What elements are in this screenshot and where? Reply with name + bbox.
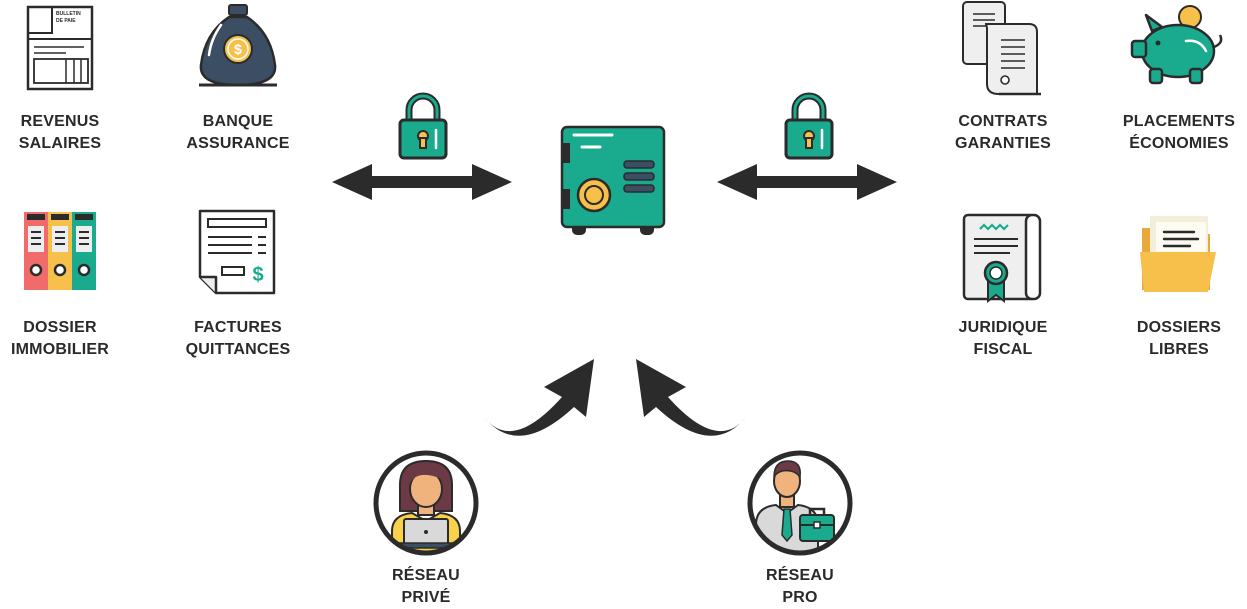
label-line-1: RÉSEAU [392,567,460,584]
label-dossiers-libres: DOSSIERS LIBRES [1099,317,1247,361]
payslip-icon: BULLETIN DE PAIE [26,5,96,91]
woman-laptop-icon [372,449,480,557]
label-line-2: QUITTANCES [185,341,291,358]
label-placements-economies: PLACEMENTS ÉCONOMIES [1099,111,1247,155]
label-line-2: PRO [782,589,818,606]
label-line-2: LIBRES [1149,341,1209,358]
label-line-2: ASSURANCE [186,135,290,152]
label-line-1: PLACEMENTS [1122,113,1236,130]
label-line-2: SALAIRES [18,135,102,152]
label-factures-quittances: FACTURES QUITTANCES [158,317,318,361]
curved-arrow-icon [630,355,748,441]
piggy-bank-icon [1130,3,1226,89]
certificate-icon [962,213,1044,305]
label-line-1: RÉSEAU [766,567,834,584]
businessman-briefcase-icon [746,449,854,557]
label-juridique-fiscal: JURIDIQUE FISCAL [923,317,1083,361]
label-line-2: PRIVÉ [401,589,451,606]
label-line-2: IMMOBILIER [11,341,109,358]
label-reseau-prive: RÉSEAU PRIVÉ [346,565,506,609]
safe-icon[interactable] [560,125,668,239]
label-reseau-pro: RÉSEAU PRO [720,565,880,609]
double-arrow-icon [717,162,897,202]
label-line-1: FACTURES [194,319,282,336]
label-line-1: CONTRATS [958,113,1048,130]
curved-arrow-icon [482,355,600,441]
folder-icon [1138,212,1222,296]
money-bag-icon: $ [195,3,281,89]
label-dossier-immobilier: DOSSIER IMMOBILIER [0,317,140,361]
label-line-1: DOSSIERS [1136,319,1222,336]
invoice-icon: $ [198,209,278,295]
dollar-sign: $ [234,41,242,57]
padlock-icon [397,90,449,162]
contract-scroll-icon [961,0,1045,98]
binders-icon [22,210,98,292]
label-line-2: FISCAL [973,341,1033,358]
label-line-1: DOSSIER [23,319,97,336]
label-line-2: ÉCONOMIES [1129,135,1229,152]
label-line-1: BANQUE [202,113,274,130]
payslip-text-2: DE PAIE [56,18,76,24]
invoice-dollar: $ [252,264,263,286]
double-arrow-icon [332,162,512,202]
label-line-2: GARANTIES [954,135,1052,152]
label-line-1: REVENUS [20,113,100,130]
padlock-icon [783,90,835,162]
label-revenus-salaires: REVENUS SALAIRES [0,111,140,155]
payslip-text-1: BULLETIN [56,11,81,17]
label-contrats-garanties: CONTRATS GARANTIES [923,111,1083,155]
label-line-1: JURIDIQUE [958,319,1048,336]
label-banque-assurance: BANQUE ASSURANCE [158,111,318,155]
